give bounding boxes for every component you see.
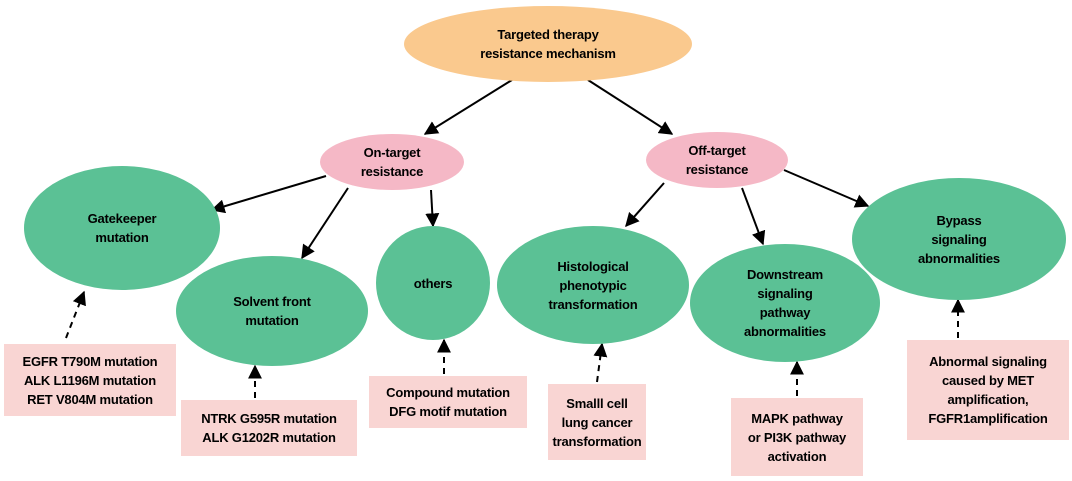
arrow-off-target-to-downstream: [741, 187, 766, 246]
dashed-arrow-histological-example: [593, 342, 608, 383]
histological-node: Histological phenotypic transformation: [497, 226, 689, 344]
on-target-node: On-target resistance: [320, 134, 464, 190]
gatekeeper-example-text: EGFR T790M mutation ALK L1196M mutation …: [22, 353, 158, 407]
bypass-label: Bypass signaling abnormalities: [918, 212, 1000, 266]
solvent-front-example-box: NTRK G595R mutation ALK G1202R mutation: [181, 400, 357, 456]
others-example-text: Compound mutation DFG motif mutation: [386, 385, 510, 419]
solvent-front-node: Solvent front mutation: [176, 256, 368, 366]
gatekeeper-node: Gatekeeper mutation: [24, 166, 220, 290]
off-target-label: Off-target resistance: [685, 143, 749, 177]
bypass-example-text: Abnormal signaling caused by MET amplifi…: [928, 354, 1048, 426]
others-node: others: [376, 226, 490, 340]
root-label: Targeted therapy resistance mechanism: [480, 27, 616, 61]
gatekeeper-label: Gatekeeper mutation: [87, 211, 157, 245]
downstream-example-box: MAPK pathway or PI3K pathway activation: [731, 398, 863, 476]
off-target-node: Off-target resistance: [646, 132, 788, 188]
solvent-front-label: Solvent front mutation: [233, 294, 311, 328]
downstream-example-text: MAPK pathway or PI3K pathway activation: [747, 410, 847, 464]
dashed-arrow-gatekeeper-example: [65, 290, 86, 339]
bypass-node: Bypass signaling abnormalities: [852, 178, 1066, 300]
downstream-label: Downstream signaling pathway abnormaliti…: [744, 267, 826, 339]
arrow-root-to-off-target: [587, 79, 674, 135]
histological-example-box: Smalll cell lung cancer transformation: [548, 384, 646, 460]
arrow-off-target-to-histological: [625, 182, 665, 228]
solvent-front-example-text: NTRK G595R mutation ALK G1202R mutation: [201, 411, 337, 445]
histological-example-text: Smalll cell lung cancer transformation: [552, 395, 642, 449]
arrow-root-to-on-target: [423, 79, 513, 135]
bypass-example-box: Abnormal signaling caused by MET amplifi…: [907, 340, 1069, 440]
arrow-on-target-to-others: [425, 189, 440, 228]
root-node: Targeted therapy resistance mechanism: [404, 6, 692, 82]
on-target-label: On-target resistance: [360, 145, 424, 179]
arrow-on-target-to-solvent-front: [301, 187, 349, 260]
downstream-node: Downstream signaling pathway abnormaliti…: [690, 244, 880, 362]
gatekeeper-example-box: EGFR T790M mutation ALK L1196M mutation …: [4, 344, 176, 416]
arrow-off-target-to-bypass: [783, 169, 870, 208]
arrow-on-target-to-gatekeeper: [210, 175, 327, 214]
histological-label: Histological phenotypic transformation: [548, 258, 638, 312]
others-label: others: [413, 275, 453, 291]
others-example-box: Compound mutation DFG motif mutation: [369, 376, 527, 428]
